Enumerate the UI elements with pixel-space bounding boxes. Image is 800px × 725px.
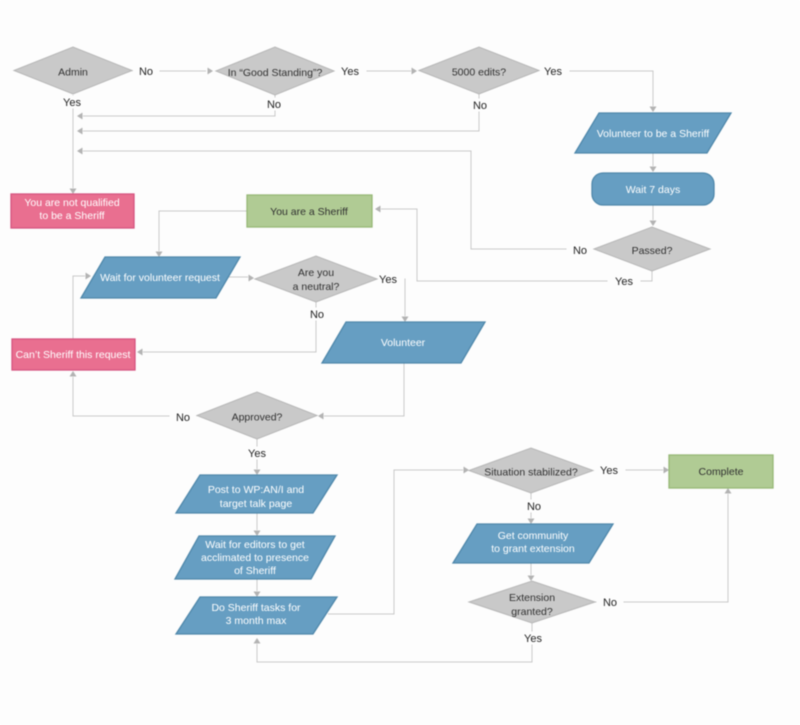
svg-text:You are not qualified: You are not qualified (24, 197, 120, 209)
svg-text:No: No (573, 245, 587, 257)
svg-text:No: No (603, 597, 617, 609)
svg-text:No: No (310, 309, 324, 321)
svg-text:3 month max: 3 month max (226, 615, 287, 627)
svg-text:Yes: Yes (544, 66, 562, 78)
svg-text:No: No (267, 99, 281, 111)
svg-text:Yes: Yes (248, 448, 266, 460)
svg-text:Admin: Admin (58, 67, 88, 79)
svg-text:In “Good Standing”?: In “Good Standing”? (228, 67, 323, 79)
svg-text:target talk page: target talk page (220, 498, 293, 510)
svg-text:Wait for editors to get: Wait for editors to get (205, 539, 304, 551)
svg-text:Approved?: Approved? (232, 412, 283, 424)
svg-text:of Sheriff: of Sheriff (234, 565, 276, 577)
svg-text:Yes: Yes (615, 276, 633, 288)
svg-text:Get community: Get community (498, 530, 569, 542)
svg-text:You are a Sheriff: You are a Sheriff (270, 206, 348, 218)
svg-text:Yes: Yes (341, 66, 359, 78)
svg-text:No: No (527, 501, 541, 513)
svg-text:Post to WP:AN/I and: Post to WP:AN/I and (208, 484, 304, 496)
svg-text:Extension: Extension (509, 592, 555, 604)
svg-text:Volunteer: Volunteer (381, 337, 426, 349)
svg-text:Complete: Complete (699, 466, 744, 478)
svg-text:5000 edits?: 5000 edits? (452, 67, 506, 79)
svg-text:Can’t Sheriff this request: Can’t Sheriff this request (16, 349, 131, 361)
svg-text:No: No (176, 412, 190, 424)
svg-text:Yes: Yes (600, 465, 618, 477)
svg-text:No: No (473, 100, 487, 112)
svg-text:Do Sheriff tasks for: Do Sheriff tasks for (211, 602, 301, 614)
svg-text:Wait 7 days: Wait 7 days (626, 184, 680, 196)
svg-text:Passed?: Passed? (632, 245, 673, 257)
svg-text:to grant extension: to grant extension (491, 543, 575, 555)
svg-text:Situation stabilized?: Situation stabilized? (484, 467, 578, 479)
svg-text:Yes: Yes (524, 633, 542, 645)
svg-text:to be a Sheriff: to be a Sheriff (39, 210, 104, 222)
svg-text:Volunteer to be a Sheriff: Volunteer to be a Sheriff (597, 128, 710, 140)
svg-text:Yes: Yes (379, 274, 397, 286)
svg-text:Yes: Yes (63, 97, 81, 109)
svg-text:No: No (139, 66, 153, 78)
svg-text:acclimated to presence: acclimated to presence (201, 552, 309, 564)
svg-text:Are you: Are you (298, 267, 334, 279)
svg-text:Wait for volunteer request: Wait for volunteer request (100, 272, 220, 284)
svg-text:a neutral?: a neutral? (293, 281, 340, 293)
svg-text:granted?: granted? (511, 606, 553, 618)
